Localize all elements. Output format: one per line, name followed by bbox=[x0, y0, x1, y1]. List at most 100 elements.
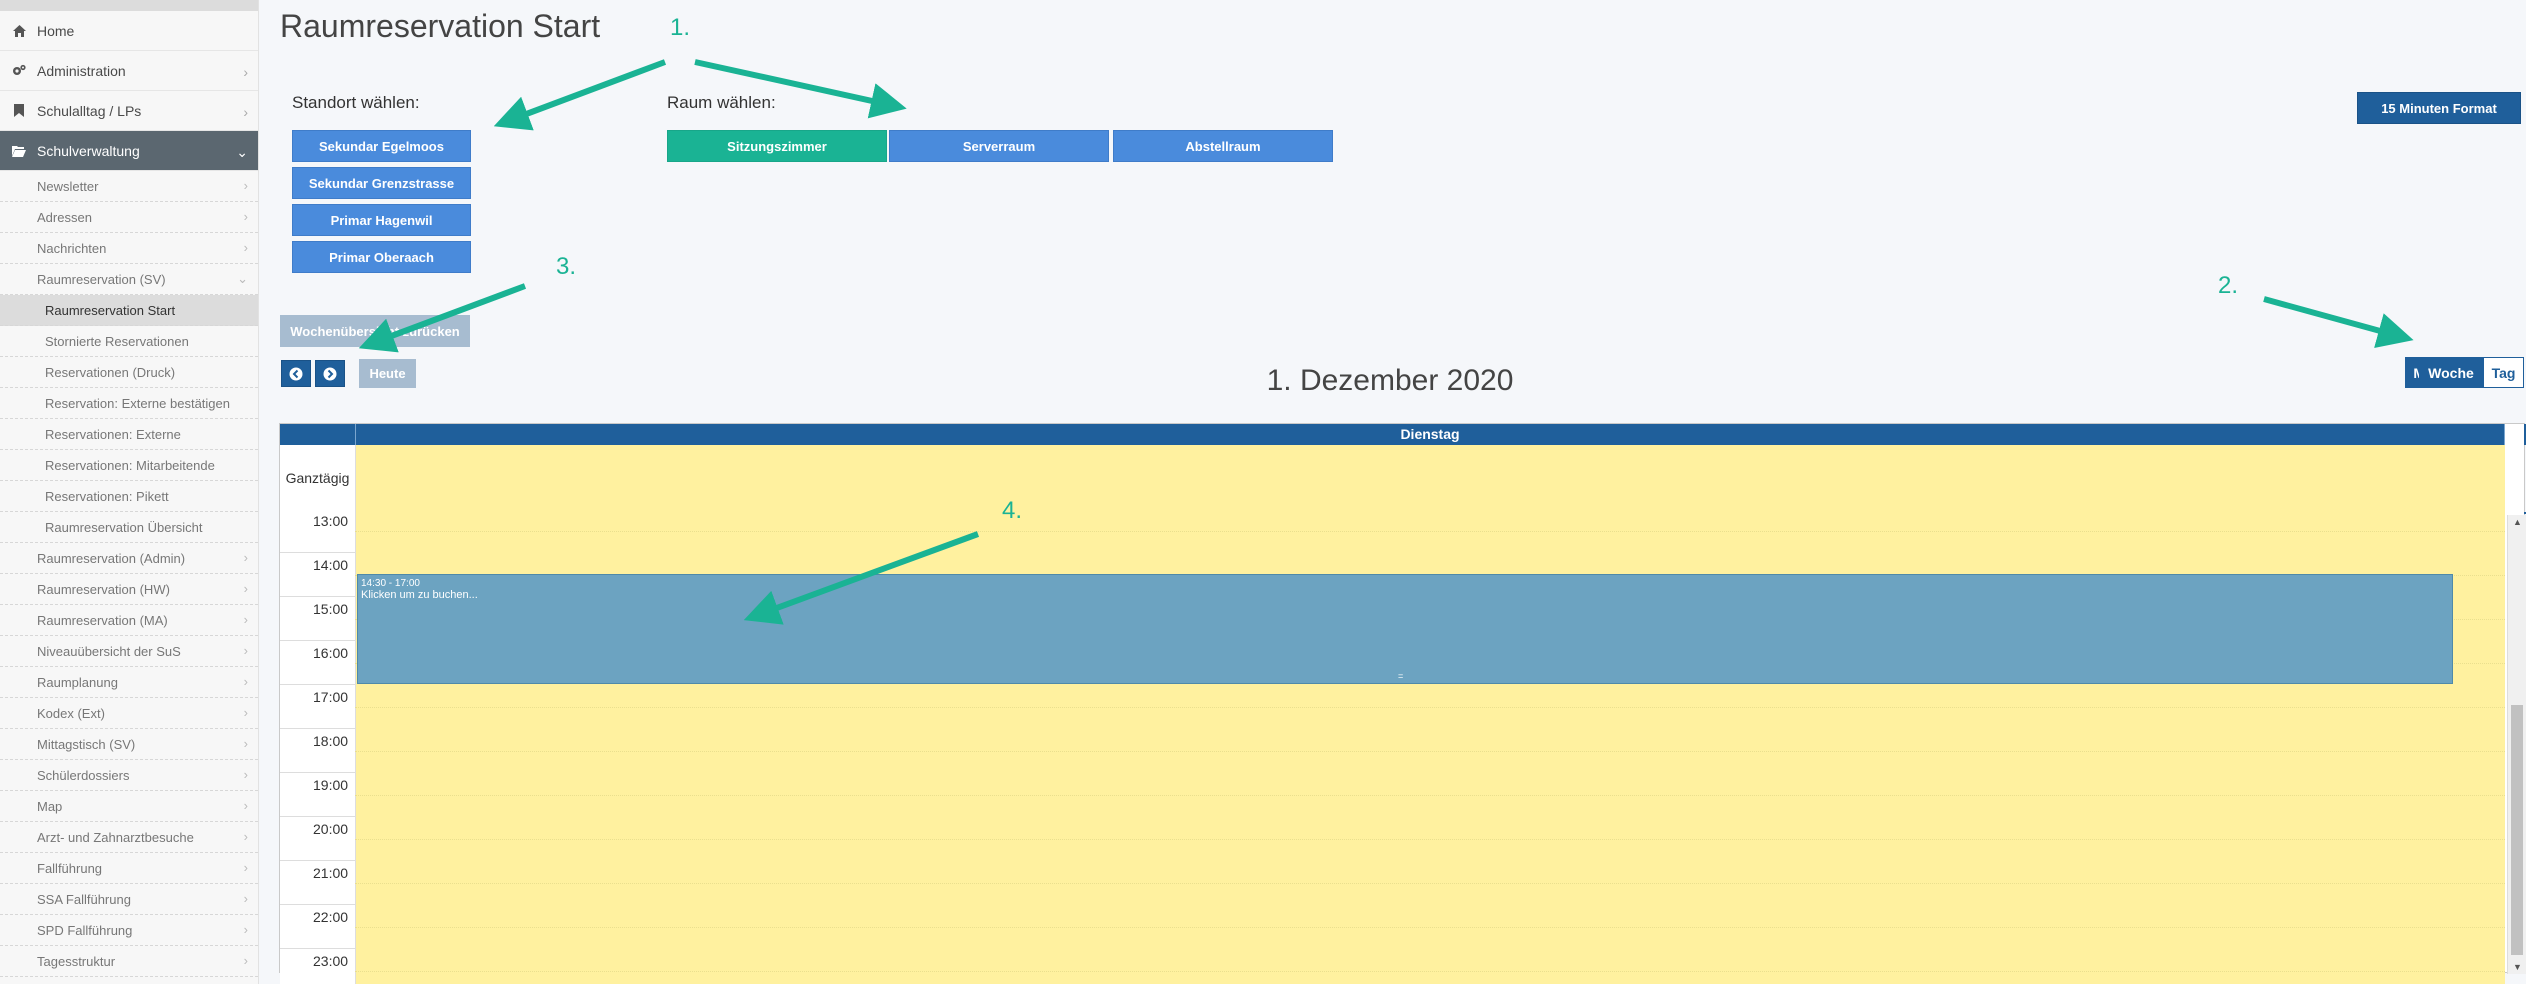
sidebar-subitem[interactable]: Kodex (Ext)› bbox=[0, 698, 258, 729]
sidebar-subitem-label: Stornierte Reservationen bbox=[45, 333, 189, 349]
sidebar-subitem-label: Mittagstisch (SV) bbox=[37, 736, 136, 752]
raum-label: Raum wählen: bbox=[667, 93, 776, 112]
chevron-right-icon: › bbox=[243, 674, 248, 689]
standort-button-oberaach[interactable]: Primar Oberaach bbox=[292, 241, 471, 273]
sidebar-subitem[interactable]: Reservationen: Mitarbeitende bbox=[0, 450, 258, 481]
scroll-up-icon[interactable]: ▲ bbox=[2513, 517, 2522, 527]
chevron-right-icon: › bbox=[243, 240, 248, 255]
sidebar-subitem[interactable]: SPD Fallführung › bbox=[0, 915, 258, 946]
sidebar-subitem[interactable]: Schülerdossiers› bbox=[0, 760, 258, 791]
sidebar-subitem[interactable]: Raumreservation (SV)⌄ bbox=[0, 264, 258, 295]
sidebar-subitem-label: Reservationen: Mitarbeitende bbox=[45, 457, 215, 473]
annotation-arrow bbox=[2263, 296, 2414, 348]
sidebar-subitem[interactable]: Reservationen: Externe bbox=[0, 419, 258, 450]
prev-button[interactable] bbox=[281, 360, 311, 387]
half-hour-line bbox=[355, 707, 2505, 708]
sidebar-subitem[interactable]: Nachrichten› bbox=[0, 233, 258, 264]
sidebar-subitem[interactable]: Reservationen (Druck) bbox=[0, 357, 258, 388]
calendar-event[interactable]: 14:30 - 17:00 Klicken um zu buchen... = bbox=[357, 574, 2453, 684]
raum-button-serverraum[interactable]: Serverraum bbox=[889, 130, 1109, 162]
chevron-right-icon: › bbox=[243, 798, 248, 813]
sidebar-item-administration[interactable]: Administration › bbox=[0, 51, 258, 91]
sidebar-subitem-label: Reservationen: Pikett bbox=[45, 488, 169, 504]
sidebar-subitem[interactable]: Reservation: Externe bestätigen bbox=[0, 388, 258, 419]
day-header: Dienstag bbox=[355, 424, 2505, 445]
sidebar-subitem-label: Raumplanung bbox=[37, 674, 118, 690]
home-icon bbox=[12, 24, 26, 38]
sidebar-subitem-label: Raumreservation (SV) bbox=[37, 271, 166, 287]
scrollbar-thumb[interactable] bbox=[2511, 705, 2523, 955]
sidebar-subitem-label: Raumreservation (Admin) bbox=[37, 550, 186, 566]
today-button[interactable]: Heute bbox=[359, 359, 416, 388]
hour-label: 19:00 bbox=[280, 773, 355, 817]
week-overview-button[interactable]: Wochenübersicht zurücken bbox=[280, 315, 470, 347]
sidebar-subitem-label: Raumreservation (MA) bbox=[37, 612, 168, 628]
chevron-right-icon: › bbox=[243, 860, 248, 875]
sidebar-subitem[interactable]: Raumplanung › bbox=[0, 667, 258, 698]
hour-label: 21:00 bbox=[280, 861, 355, 905]
sidebar-subitem[interactable]: Mittagstisch (SV) › bbox=[0, 729, 258, 760]
sidebar-subitem-label: Tagesstruktur bbox=[37, 953, 116, 969]
view-week-button[interactable]: Woche bbox=[2419, 357, 2483, 388]
sidebar-subitem[interactable]: Arzt- und Zahnarztbesuche› bbox=[0, 822, 258, 853]
hour-label: 20:00 bbox=[280, 817, 355, 861]
time-slot[interactable] bbox=[355, 949, 2505, 984]
chevron-right-icon: › bbox=[243, 178, 248, 193]
view-day-button[interactable]: Tag bbox=[2483, 357, 2524, 388]
half-hour-line bbox=[355, 839, 2505, 840]
hour-row: 21:00 bbox=[280, 861, 2505, 905]
annotation-4: 4. bbox=[1002, 497, 1023, 524]
event-time: 14:30 - 17:00 bbox=[361, 578, 420, 589]
sidebar-item-home[interactable]: Home bbox=[0, 11, 258, 51]
sidebar-item-schulalltag[interactable]: Schulalltag / LPs › bbox=[0, 91, 258, 131]
sidebar-subitem-label: Raumreservation Start bbox=[45, 302, 176, 318]
half-hour-line bbox=[355, 883, 2505, 884]
sidebar-subitem[interactable]: Adressen› bbox=[0, 202, 258, 233]
calendar-scrollbar[interactable]: ▲ ▼ bbox=[2507, 515, 2526, 974]
standort-button-grenzstrasse[interactable]: Sekundar Grenzstrasse bbox=[292, 167, 471, 199]
sidebar-subitem[interactable]: Raumreservation Übersicht bbox=[0, 512, 258, 543]
sidebar-subitem-label: Reservation: Externe bestätigen bbox=[45, 395, 230, 411]
standort-button-hagenwil[interactable]: Primar Hagenwil bbox=[292, 204, 471, 236]
sidebar-subitem[interactable]: Raumreservation (HW)› bbox=[0, 574, 258, 605]
sidebar-subitem[interactable]: Raumreservation Start bbox=[0, 295, 258, 326]
sidebar-subitem[interactable]: Reservationen: Pikett bbox=[0, 481, 258, 512]
scroll-down-icon[interactable]: ▼ bbox=[2513, 962, 2522, 972]
chevron-right-icon: › bbox=[243, 104, 248, 120]
sidebar-subitem[interactable]: Fallführung › bbox=[0, 853, 258, 884]
sidebar-subitem[interactable]: Tagesstruktur› bbox=[0, 946, 258, 977]
next-button[interactable] bbox=[315, 360, 345, 387]
sidebar-subitem-label: Adressen bbox=[37, 209, 92, 225]
sidebar-subitem-label: Fallführung bbox=[37, 860, 103, 876]
sidebar-subitem[interactable]: Newsletter› bbox=[0, 171, 258, 202]
hour-row: 13:00 bbox=[280, 509, 2505, 553]
resize-handle-icon[interactable]: = bbox=[1398, 671, 1404, 681]
allday-row: Ganztägig bbox=[280, 445, 2526, 514]
chevron-right-icon: › bbox=[243, 829, 248, 844]
sidebar-subitem-label: Niveauübersicht der SuS bbox=[37, 643, 181, 659]
gears-icon bbox=[12, 64, 26, 78]
standort-button-egelmoos[interactable]: Sekundar Egelmoos bbox=[292, 130, 471, 162]
standort-label: Standort wählen: bbox=[292, 93, 420, 112]
sidebar-subitem[interactable]: Raumreservation (MA)› bbox=[0, 605, 258, 636]
sidebar-subitem-label: Reservationen (Druck) bbox=[45, 364, 176, 380]
hour-label: 15:00 bbox=[280, 597, 355, 641]
half-hour-line bbox=[355, 927, 2505, 928]
hour-row: 20:00 bbox=[280, 817, 2505, 861]
sidebar-subitem[interactable]: Stornierte Reservationen bbox=[0, 326, 258, 357]
sidebar-subitem-label: Raumreservation (HW) bbox=[37, 581, 170, 597]
annotation-1: 1. bbox=[670, 14, 691, 41]
chevron-right-icon: › bbox=[243, 922, 248, 937]
sidebar-subitem[interactable]: Map› bbox=[0, 791, 258, 822]
chevron-right-icon: › bbox=[243, 736, 248, 751]
sidebar-subitem[interactable]: Raumreservation (Admin)› bbox=[0, 543, 258, 574]
sidebar-subitem[interactable]: Niveauübersicht der SuS› bbox=[0, 636, 258, 667]
sidebar-subitem[interactable]: SSA Fallführung› bbox=[0, 884, 258, 915]
sidebar-item-schulverwaltung[interactable]: Schulverwaltung ⌄ bbox=[0, 131, 258, 171]
page-title: Raumreservation Start bbox=[280, 8, 601, 44]
raum-button-sitzungszimmer[interactable]: Sitzungszimmer bbox=[667, 130, 887, 162]
raum-button-abstellraum[interactable]: Abstellraum bbox=[1113, 130, 1333, 162]
15-minuten-format-button[interactable]: 15 Minuten Format bbox=[2357, 92, 2521, 124]
sidebar-subitem-label: SPD Fallführung bbox=[37, 922, 133, 938]
allday-slot[interactable] bbox=[355, 445, 2505, 512]
